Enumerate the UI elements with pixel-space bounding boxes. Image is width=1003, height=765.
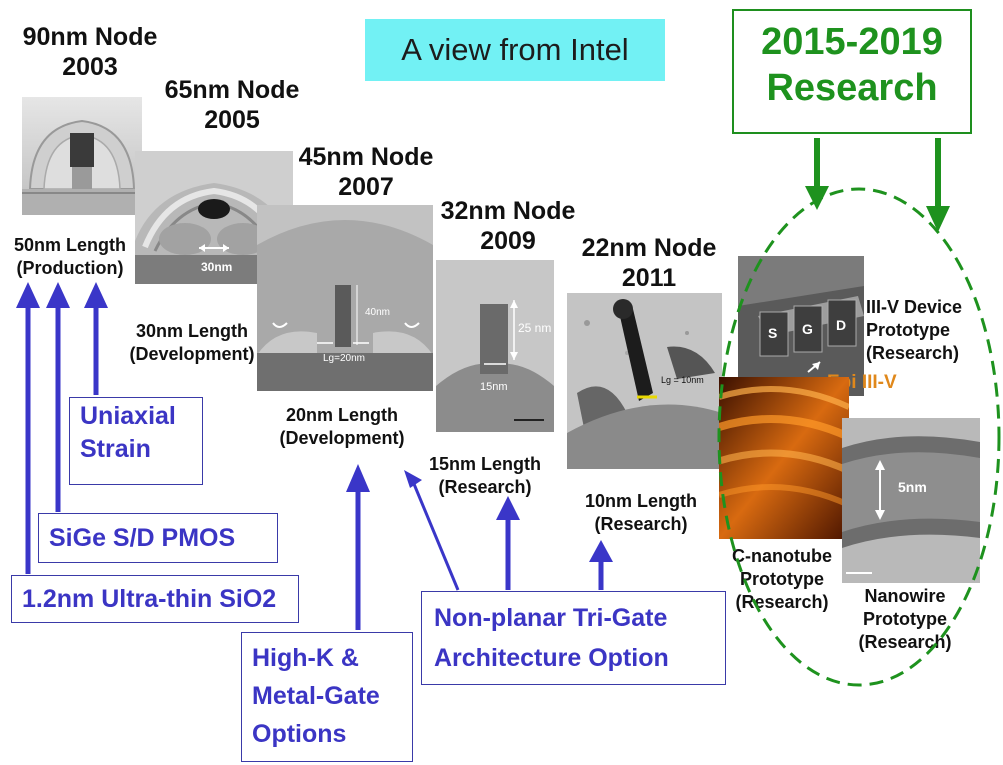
caption-45nm: 20nm Length (Development) [262,404,422,450]
caption-line: Nanowire [864,586,946,606]
micrograph-22nm: Lg = 10nm [567,293,722,469]
caption-line: Prototype [739,569,824,589]
node-name: 22nm Node [581,234,717,262]
caption-line: (Research) [866,343,960,363]
node-year: 2011 [621,264,677,292]
blue-arrow-highk [346,464,370,630]
node-year: 2007 [338,173,394,201]
node-year: 2005 [204,106,260,134]
caption-nanowire: Nanowire Prototype (Research) [840,585,970,654]
box-line: Non-planar Tri-Gate [434,604,668,632]
caption-65nm: 30nm Length (Development) [112,320,272,366]
stage: (Development) [129,344,255,364]
blue-arrow-trigate-22nm [589,540,613,590]
node-year: 2009 [480,227,536,255]
node-65nm-title: 65nm Node 2005 [146,75,318,135]
caption-22nm: 10nm Length (Research) [566,490,716,536]
dim-label-45nm-height: 40nm [365,307,390,318]
box-line: Strain [80,435,151,463]
node-name: 90nm Node [22,23,158,51]
caption-line: (Research) [735,592,829,612]
node-45nm-title: 45nm Node 2007 [276,142,456,202]
caption-iii-v: III-V Device Prototype (Research) [866,296,986,365]
dim-label-65nm: 30nm [201,260,232,274]
micrograph-32nm: 25 nm 15nm [436,260,554,432]
box-line: Metal-Gate [252,682,380,710]
node-name: 65nm Node [164,76,300,104]
dim-label-22nm: Lg = 10nm [661,375,704,385]
tri-gate-box: Non-planar Tri-Gate Architecture Option [421,591,726,685]
caption-line: Prototype [866,320,951,340]
research-period-box: 2015-2019 Research [732,9,972,134]
nanowire-dim-label: 5nm [898,479,927,495]
box-line: 1.2nm Ultra-thin SiO2 [22,585,277,613]
box-line: Architecture Option [434,644,669,672]
drain-label: D [836,317,846,333]
caption-line: (Research) [858,632,952,652]
dim-label-32nm-height: 25 nm [518,321,551,335]
box-line: Options [252,720,347,748]
stage: (Research) [438,477,532,497]
source-label: S [768,325,777,341]
high-k-metal-gate-box: High-K & Metal-Gate Options [241,632,413,762]
blue-arrow-trigate-32nm [496,496,520,590]
micrograph-45nm: 40nm Lg=20nm [257,205,433,391]
gate-length: 50nm Length [13,235,126,255]
gate-length: 30nm Length [135,321,248,341]
dim-label-45nm-length: Lg=20nm [323,353,365,364]
gate-length: 20nm Length [285,405,398,425]
micrograph-90nm [22,97,142,215]
caption-90nm: 50nm Length (Production) [0,234,140,280]
uniaxial-strain-box: Uniaxial Strain [69,397,203,485]
green-arrow-left [805,138,829,210]
node-name: 45nm Node [298,143,434,171]
dim-label-32nm-length: 15nm [480,381,508,393]
node-year: 2003 [62,53,118,81]
blue-arrow-uniaxial [84,282,108,395]
intel-view-label: A view from Intel [365,19,665,81]
caption-line: III-V Device [866,297,963,317]
caption-line: C-nanotube [732,546,832,566]
caption-c-nanotube: C-nanotube Prototype (Research) [712,545,852,614]
node-32nm-title: 32nm Node 2009 [422,196,594,256]
node-name: 32nm Node [440,197,576,225]
sige-pmos-box: SiGe S/D PMOS [38,513,278,563]
gate-label: G [802,321,813,337]
blue-arrow-sige [46,282,70,512]
stage: (Development) [279,428,405,448]
micrograph-nanowire: 5nm [842,418,980,583]
stage: (Production) [16,258,124,278]
box-line: High-K & [252,644,359,672]
caption-32nm: 15nm Length (Research) [410,453,560,499]
blue-arrow-sio2 [16,282,40,574]
stage: (Research) [594,514,688,534]
research-period: 2015-2019 [761,21,943,63]
node-90nm-title: 90nm Node 2003 [2,22,178,82]
gate-length: 15nm Length [428,454,541,474]
box-line: SiGe S/D PMOS [49,524,236,552]
sio2-box: 1.2nm Ultra-thin SiO2 [11,575,299,623]
gate-length: 10nm Length [584,491,697,511]
green-arrow-right [926,138,950,232]
box-line: Uniaxial [80,402,176,430]
micrograph-c-nanotube [719,377,849,539]
micrograph-65nm: 30nm [135,151,293,284]
caption-line: Prototype [862,609,947,629]
node-22nm-title: 22nm Node 2011 [563,233,735,293]
research-label: Research [766,67,938,109]
